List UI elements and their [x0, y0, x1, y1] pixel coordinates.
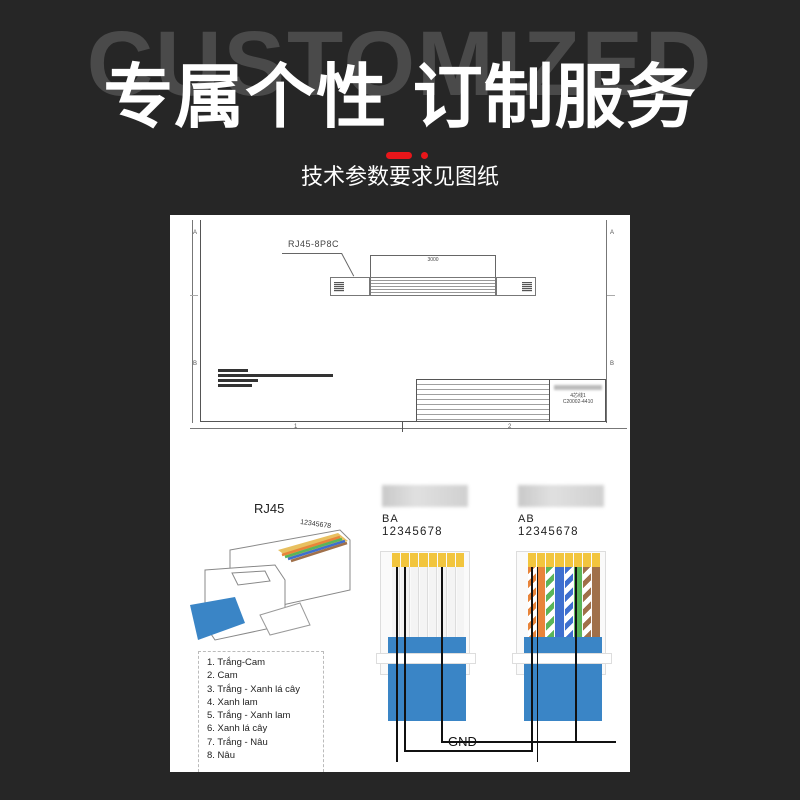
watermark-text: CUSTOMIZED: [86, 13, 714, 115]
pin-numbers: 12345678: [382, 526, 443, 538]
legend-item: 2. Cam: [207, 670, 238, 682]
conductor-line: [404, 750, 532, 752]
conductor-line: [575, 567, 577, 742]
hero-banner: CUSTOMIZED 专属个性 订制服务 技术参数要求见图纸: [0, 0, 800, 210]
zone-label: A: [193, 230, 198, 236]
technical-notes: [218, 369, 333, 387]
conductor-line: [441, 567, 443, 742]
sheet-mid-divider: [402, 422, 403, 432]
plug-pins-icon: [334, 282, 344, 292]
cable-body: [370, 277, 496, 296]
wire-channels: [392, 567, 464, 639]
title-block-grid: [417, 380, 549, 421]
conductor-line: [441, 741, 616, 743]
zone-label: 2: [508, 424, 512, 430]
spec-panel: A A B B 1 2 RJ45-8P8C 3000: [170, 215, 630, 772]
zone-label: B: [193, 361, 198, 367]
accent-dot: [421, 152, 428, 159]
title-block-name-cell: 4芯线1 C20002-4410: [549, 380, 606, 421]
legend-item: 5. Trắng - Xanh lam: [207, 710, 291, 722]
connector-ba: BA 12345678: [370, 485, 476, 721]
technical-drawing: A A B B 1 2 RJ45-8P8C 3000: [170, 215, 630, 435]
legend-item: 1. Trắng-Cam: [207, 657, 266, 668]
blurred-header: [518, 485, 604, 507]
plug-left: [330, 277, 370, 296]
legend-item: 4. Xanh lam: [207, 696, 258, 708]
headline: 专属个性 订制服务: [103, 56, 697, 138]
connector-boot: [512, 653, 612, 664]
connector-standard: AB: [518, 513, 535, 525]
dimension-value: 3000: [427, 257, 439, 263]
legend-item: 3. Trắng - Xanh lá cây: [207, 683, 300, 695]
gnd-label: GND: [448, 734, 477, 749]
zone-tick: [607, 295, 615, 296]
leader-line: [282, 253, 342, 254]
title-block: 4芯线1 C20002-4410: [416, 379, 606, 422]
wire-channels: [528, 567, 600, 639]
sheet-outer-border: [192, 220, 607, 423]
connector-boot: [376, 653, 476, 664]
zone-label: A: [610, 230, 615, 236]
legend-item: 7. Trắng - Nâu: [207, 736, 268, 748]
pin-numbers: 12345678: [518, 526, 579, 538]
subtitle: 技术参数要求见图纸: [300, 165, 499, 190]
rj45-title: RJ45: [254, 501, 285, 516]
plug-pins-icon: [522, 282, 532, 292]
blurred-company-name: [554, 385, 602, 390]
accent-dash: [386, 152, 412, 159]
part-label: RJ45-8P8C: [288, 239, 340, 249]
cable-jacket: [388, 637, 466, 721]
rj45-plug-icon: [190, 529, 351, 641]
connector-ab: AB 12345678: [506, 485, 612, 721]
cable-jacket: [524, 637, 602, 721]
zone-label: B: [610, 361, 615, 367]
pin-contacts: [392, 553, 464, 567]
plug-right: [496, 277, 536, 296]
pin-contacts: [528, 553, 600, 567]
dimension-line: 3000: [370, 255, 496, 277]
legend-item: 8. Nâu: [207, 750, 235, 762]
connector-standard: BA: [382, 513, 399, 525]
conductor-line: [531, 567, 533, 752]
zone-tick: [190, 295, 198, 296]
legend-item: 6. Xanh lá cây: [207, 723, 268, 735]
wire-color-legend: 1. Trắng-Cam 2. Cam 3. Trắng - Xanh lá c…: [198, 651, 324, 772]
zone-label: 1: [294, 424, 298, 430]
sheet-bottom-line: [190, 428, 627, 429]
conductor-line: [537, 567, 538, 762]
drawing-name: 4芯线1 C20002-4410: [562, 393, 594, 405]
sheet-inner-border: [200, 220, 607, 422]
conductor-line: [404, 567, 406, 752]
blurred-header: [382, 485, 468, 507]
conductor-line: [396, 567, 398, 762]
